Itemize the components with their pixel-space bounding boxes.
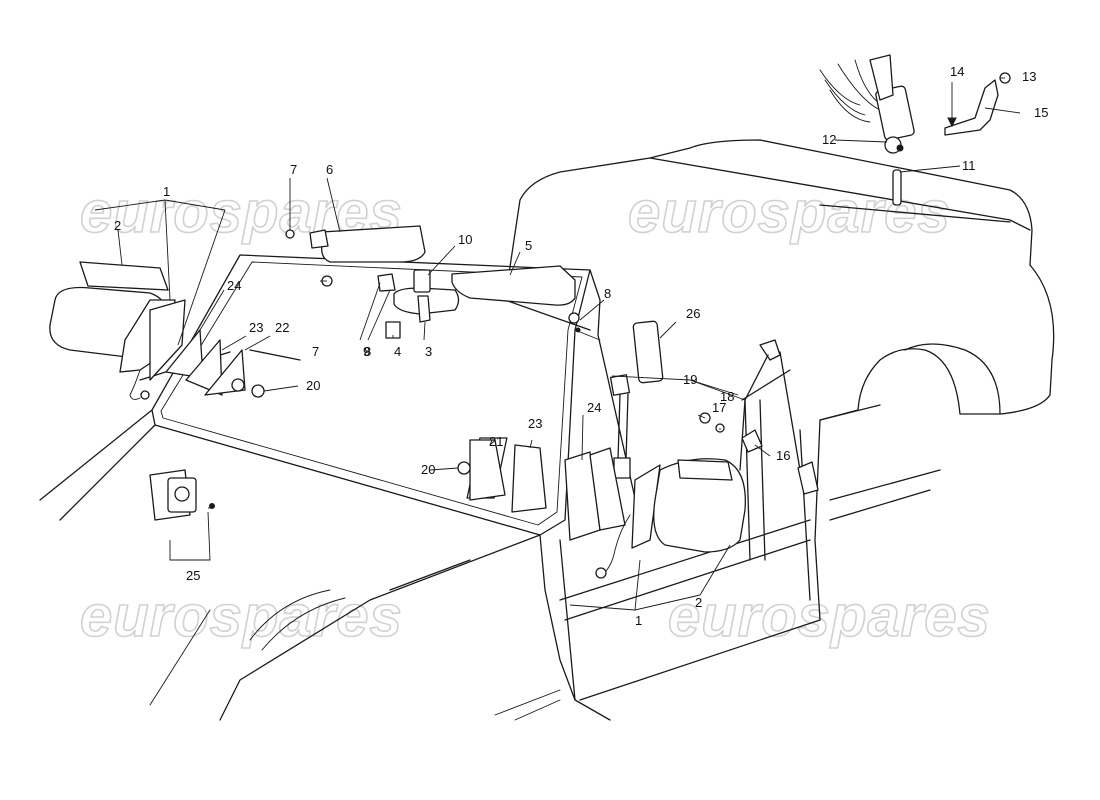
- callout-19-seat-belt: 19: [683, 372, 697, 387]
- watermark-group: eurospares eurospares eurospares eurospa…: [79, 179, 991, 650]
- visor-bracket: [377, 273, 396, 292]
- callout-6-left-sun-visor: 6: [326, 162, 333, 177]
- left-mirror-base: [149, 299, 186, 381]
- callout-17-belt-bolt: 17: [712, 400, 726, 415]
- callout-11-antenna-mast: 11: [962, 158, 976, 173]
- left-mirror-glass: [79, 261, 169, 291]
- callout-26-pillar-trim: 26: [686, 306, 700, 321]
- right-sun-visor: [451, 265, 576, 306]
- callout-8-screw-right: 8: [604, 286, 611, 301]
- callout-25-mirror-switch: 25: [186, 568, 200, 583]
- callout-8-screw-left: 8: [364, 344, 371, 359]
- belt-anchor: [741, 429, 763, 453]
- antenna-bracket: [944, 79, 999, 136]
- right-mirror-glass: [677, 459, 733, 481]
- callout-1-left-mirror-assembly: 1: [163, 184, 170, 199]
- left-sun-visor: [321, 225, 426, 263]
- callout-24-plate-left: 24: [227, 278, 241, 293]
- callout-18-belt-washer: 18: [720, 389, 734, 404]
- callout-7-visor-clip-lower: 7: [312, 344, 319, 359]
- callout-23-cover-left: 23: [249, 320, 263, 335]
- callout-10-mirror-mount: 10: [458, 232, 472, 247]
- leader-lines: [94, 77, 1021, 611]
- callout-2-right-mirror-glass: 2: [695, 595, 702, 610]
- left-mirror-plate: [165, 329, 204, 379]
- right-knob: [457, 461, 471, 475]
- sun-visors: [285, 225, 581, 333]
- callout-12-antenna-motor: 12: [822, 132, 836, 147]
- callout-4-mirror-pad: 4: [394, 344, 401, 359]
- callout-15-antenna-bracket: 15: [1034, 105, 1048, 120]
- callout-21-trim-triangle: 21: [489, 434, 503, 449]
- callout-23-cover-right: 23: [528, 416, 542, 431]
- right-mirror-housing: [653, 458, 746, 553]
- callout-7-visor-clip-top: 7: [290, 162, 297, 177]
- right-trim-triangle: [469, 439, 506, 501]
- left-knob: [251, 384, 265, 398]
- pillar-trim: [632, 320, 664, 384]
- callout-13-nut: 13: [1022, 69, 1036, 84]
- rear-view-mirror: [321, 269, 460, 339]
- watermark-bottom-left: eurospares: [80, 584, 403, 649]
- callout-20-knob-right: 20: [421, 462, 435, 477]
- right-mirror-base: [631, 464, 661, 549]
- watermark-bottom-right: eurospares: [668, 584, 991, 649]
- callout-20-knob-left: 20: [306, 378, 320, 393]
- power-antenna: [819, 54, 1011, 206]
- callout-5-right-sun-visor: 5: [525, 238, 532, 253]
- callout-16-belt-anchor: 16: [776, 448, 790, 463]
- callout-2-left-mirror-glass: 2: [114, 218, 121, 233]
- left-mirror-assembly: [49, 261, 265, 400]
- callout-9-visor-bracket: 9: [363, 344, 370, 359]
- right-mirror-assembly: [457, 437, 746, 579]
- antenna-mast: [892, 169, 902, 206]
- mirror-switch: [149, 469, 215, 521]
- callout-24-plate-right: 24: [587, 400, 601, 415]
- right-mirror-cover: [511, 444, 547, 513]
- callout-14-bolt: 14: [950, 64, 964, 79]
- callout-3-rear-view-mirror: 3: [425, 344, 432, 359]
- callout-22-gasket-left: 22: [275, 320, 289, 335]
- callout-1-right-mirror-assembly: 1: [635, 613, 642, 628]
